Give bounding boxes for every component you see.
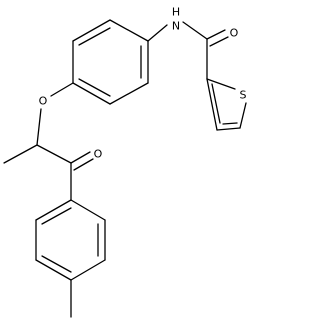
ketone-oxygen-label: O (94, 148, 103, 161)
bond (206, 29, 226, 40)
thiophene-sulfur-label: S (240, 89, 247, 102)
amide-oxygen-label: O (230, 27, 239, 40)
bond (211, 83, 221, 124)
bond (78, 78, 111, 97)
bond (73, 158, 94, 171)
bond (222, 122, 238, 125)
bond (78, 27, 111, 46)
bond (70, 151, 91, 164)
bonds (3, 19, 247, 318)
bond (216, 127, 241, 131)
bond (182, 21, 208, 40)
bond (41, 207, 72, 225)
bond (35, 199, 72, 221)
bond (3, 144, 38, 164)
bond (36, 108, 42, 146)
bond (70, 259, 106, 281)
atom-labels: H N O S O O (39, 6, 247, 161)
bond (72, 19, 111, 42)
bond (70, 199, 106, 221)
bond (147, 24, 168, 42)
bond (41, 255, 72, 273)
bond (209, 36, 229, 47)
bond (36, 144, 72, 164)
amide-hydrogen-label: H (172, 6, 180, 19)
bond (109, 82, 149, 105)
bond (109, 19, 149, 42)
molecule-diagram: H N O S O O (3, 6, 247, 318)
ether-oxygen-label: O (39, 95, 48, 108)
amide-nitrogen-label: N (172, 20, 180, 33)
bond (206, 78, 236, 90)
bond (206, 78, 218, 131)
bond (239, 102, 247, 129)
bond (35, 259, 72, 281)
bond (72, 82, 111, 105)
bond (50, 82, 74, 97)
